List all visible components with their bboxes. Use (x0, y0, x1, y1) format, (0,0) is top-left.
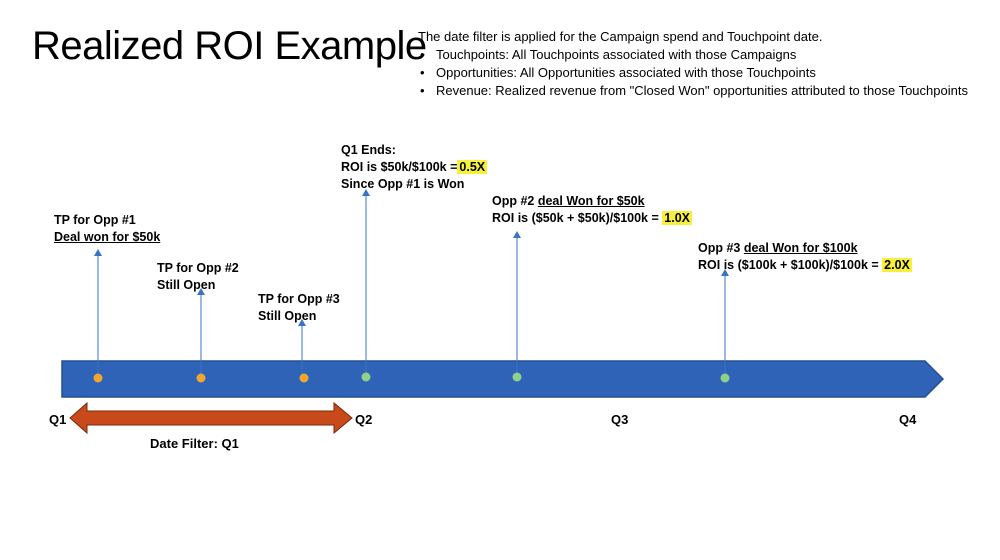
opp3-line1: Opp #3 deal Won for $100k (698, 240, 912, 257)
bullet-touchpoints: Touchpoints: All Touchpoints associated … (418, 46, 968, 64)
tp3-line2: Still Open (258, 309, 317, 323)
roi-highlight-opp2: 1.0X (662, 211, 692, 225)
roi-highlight-q1: 0.5X (457, 160, 488, 174)
q1end-line1: Q1 Ends: (341, 143, 396, 157)
q1end-line3: Since Opp #1 is Won (341, 177, 465, 191)
date-filter-arrow (69, 401, 353, 435)
event-label-q1end: Q1 Ends: ROI is $50k/$100k =0.5X Since O… (341, 142, 488, 193)
opp2-line1: Opp #2 deal Won for $50k (492, 193, 692, 210)
opp3-line2: ROI is ($100k + $100k)/$100k = 2.0X (698, 257, 912, 274)
opp2-won-text: deal Won for $50k (537, 194, 645, 208)
quarter-label-q1: Q1 (49, 412, 67, 427)
opp2-prefix: Opp #2 (492, 194, 538, 208)
won-dot-q1end (361, 372, 371, 382)
page-title: Realized ROI Example (32, 24, 427, 68)
event-label-tp3: TP for Opp #3 Still Open (258, 291, 340, 325)
event-label-tp2: TP for Opp #2 Still Open (157, 260, 239, 294)
touchpoint-dot-tp1 (93, 373, 103, 383)
event-label-opp2: Opp #2 deal Won for $50k ROI is ($50k + … (492, 193, 692, 227)
tp2-line2: Still Open (157, 278, 216, 292)
opp2-line2: ROI is ($50k + $50k)/$100k = 1.0X (492, 210, 692, 227)
q1end-roi-text: ROI is $50k/$100k = (341, 160, 458, 174)
timeline-bar (61, 360, 945, 398)
description-intro: The date filter is applied for the Campa… (418, 29, 823, 44)
won-dot-opp3 (720, 373, 730, 383)
roi-highlight-opp3: 2.0X (882, 258, 912, 272)
quarter-label-q4: Q4 (899, 412, 917, 427)
opp3-prefix: Opp #3 (698, 241, 744, 255)
opp2-roi-text: ROI is ($50k + $50k)/$100k = (492, 211, 663, 225)
event-label-opp3: Opp #3 deal Won for $100k ROI is ($100k … (698, 240, 912, 274)
description-bullet-list: Touchpoints: All Touchpoints associated … (418, 46, 968, 100)
opp3-roi-text: ROI is ($100k + $100k)/$100k = (698, 258, 883, 272)
won-dot-opp2 (512, 372, 522, 382)
tp2-line1: TP for Opp #2 (157, 261, 239, 275)
bullet-opportunities: Opportunities: All Opportunities associa… (418, 64, 968, 82)
description-panel: The date filter is applied for the Campa… (418, 28, 968, 100)
opp3-won-text: deal Won for $100k (743, 241, 858, 255)
touchpoint-dot-tp2 (196, 373, 206, 383)
bullet-revenue: Revenue: Realized revenue from "Closed W… (418, 82, 968, 100)
event-label-tp1: TP for Opp #1 Deal won for $50k (54, 212, 160, 246)
touchpoint-dot-tp3 (299, 373, 309, 383)
tp1-line1: TP for Opp #1 (54, 213, 136, 227)
q1end-line2: ROI is $50k/$100k =0.5X (341, 159, 488, 176)
tp1-line2: Deal won for $50k (54, 230, 161, 244)
tp3-line1: TP for Opp #3 (258, 292, 340, 306)
quarter-label-q2: Q2 (355, 412, 373, 427)
date-filter-label: Date Filter: Q1 (150, 436, 239, 451)
quarter-label-q3: Q3 (611, 412, 629, 427)
